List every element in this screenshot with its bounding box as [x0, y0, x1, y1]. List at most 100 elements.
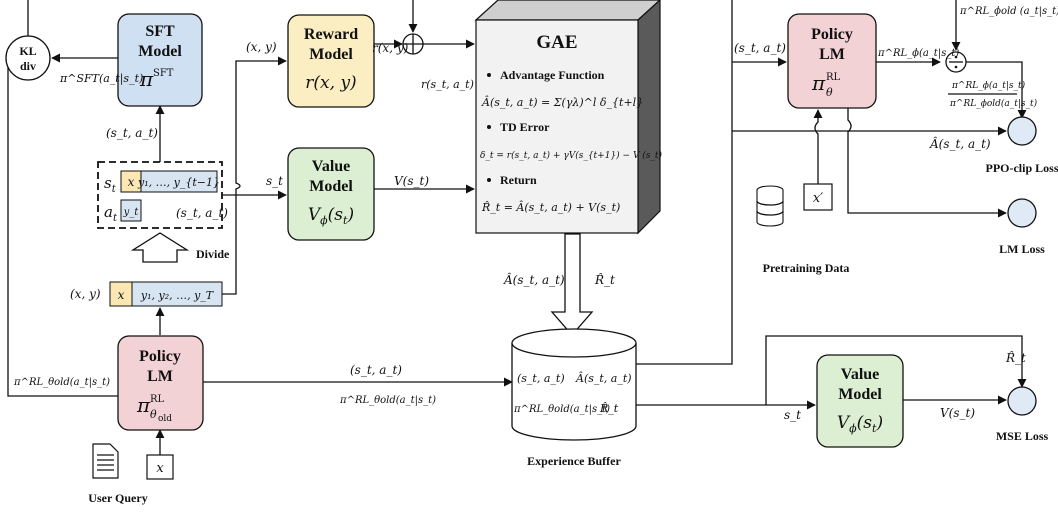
divide-token-yt-label: y_t [123, 207, 140, 218]
value-top-formula: Vϕ(st) [308, 205, 354, 227]
edge-policy-to-lm [847, 108, 1007, 218]
sft-sup: SFT [153, 68, 174, 79]
query-token-box [146, 454, 174, 480]
document-icon [92, 443, 119, 479]
divide-dot-bottom [954, 65, 958, 69]
label-vbot-out: V(s_t) [940, 406, 975, 420]
gae-front-face [475, 19, 639, 234]
gae-eq-3: R̂_t = Â(s_t, a_t) + V(s_t) [481, 200, 620, 214]
sft-model-box: SFT Model π SFT [117, 13, 203, 107]
query-token: x [156, 461, 164, 476]
label-ret-to-mse: R̂_t [1005, 350, 1026, 365]
label-adv-to-ppo: Â(s_t, a_t) [929, 136, 991, 151]
label-vbot-in: s_t [784, 408, 801, 422]
policy-old-box: Policy LM π RL θ old [117, 335, 204, 431]
divide-token-x-label: x [128, 175, 135, 189]
experience-buffer: (s_t, a_t) Â(s_t, a_t) π^RL_θold(a_t|s_t… [511, 328, 637, 468]
reward-rect [287, 14, 375, 108]
divide-token-yt [120, 199, 142, 222]
label-sft-in: (s_t, a_t) [106, 126, 158, 140]
lm-loss-node [1007, 198, 1037, 228]
value-bot-title-model: Model [838, 386, 882, 403]
pretraining-label: Pretraining Data [763, 261, 850, 275]
label-sum-out: r(s_t, a_t) [421, 78, 474, 91]
edge-labels: π^SFT(a_t|s_t) π^RL_θold(a_t|s_t) (s_t, … [13, 6, 1058, 422]
gae-title: GAE [536, 32, 577, 53]
label-reward-out: r(x, y) [372, 41, 409, 55]
policy-rl-sup: RL [826, 72, 841, 83]
divide-s-label: st [104, 174, 117, 195]
policy-rl-title: Policy [811, 26, 853, 43]
label-value-in: s_t [266, 174, 283, 188]
kl-div-node: KL div [5, 35, 51, 81]
gae-bullet-2: TD Error [500, 120, 550, 134]
value-bot-rect [816, 354, 904, 448]
divide-token-y [140, 170, 218, 193]
gae-eq-1: Â(s_t, a_t) = Σ(γλ)^l δ_{t+l} [481, 95, 643, 109]
sft-rect [117, 13, 203, 107]
value-top-rect [287, 147, 375, 241]
policy-rl-sub: θ [826, 86, 833, 99]
reward-formula: r(x, y) [305, 73, 356, 93]
buffer-cell-adv: Â(s_t, a_t) [575, 371, 632, 385]
policy-old-sup: RL [150, 394, 165, 405]
gae-bullet-3: Return [500, 173, 537, 187]
reward-model-box: Reward Model r(x, y) [287, 14, 375, 108]
edge-old-to-kl-line [7, 60, 118, 397]
label-old-to-buf-pair: (s_t, a_t) [350, 363, 402, 377]
edge-ratio-to-ppo [966, 61, 1027, 119]
sum-plus-icon [403, 34, 423, 54]
buffer-cell-pair: (s_t, a_t) [517, 372, 565, 385]
lm-loss-label: LM Loss [999, 242, 1045, 256]
label-ratio-den: π^RL_ϕold(a_t|s_t) [949, 98, 1038, 109]
buffer-cell-prob: π^RL_θold(a_t|s_t) [513, 404, 610, 415]
db-body [756, 190, 784, 227]
label-old-to-kl: π^RL_θold(a_t|s_t) [13, 377, 110, 388]
divide-a-label: at [104, 203, 118, 224]
policy-old-sub: θ [150, 408, 157, 421]
label-ratio-num: π^RL_ϕ(a_t|s_t) [951, 80, 1026, 91]
edge-buffer-up [636, 0, 733, 365]
sft-title-model: Model [138, 43, 182, 60]
policy-old-subsub: old [158, 414, 172, 424]
label-buf-ret: R̂_t [594, 272, 615, 287]
kl-label: KL [19, 44, 36, 58]
gae-side-face [637, 0, 661, 235]
pretrain-token: x′ [813, 191, 823, 206]
policy-rl-title-lm: LM [819, 46, 845, 63]
policy-rl-rect [787, 13, 877, 109]
sft-pi: π [139, 67, 154, 91]
pretrain-token-box [803, 183, 833, 211]
policy-old-pi: π [136, 393, 151, 417]
db-rings [756, 200, 784, 216]
divide-dot-top [954, 55, 958, 59]
label-value-out: V(s_t) [394, 174, 429, 188]
label-reward-in: (x, y) [246, 40, 277, 54]
divide-box: st x y₁, …, y_{t−1} at y_t (s_t, a_t) [97, 161, 228, 229]
value-top-title-model: Model [309, 178, 353, 195]
value-model-bottom-box: Value Model Vϕ(st) [816, 354, 904, 448]
gae-top-face [474, 0, 661, 21]
value-bot-formula: Vϕ(st) [837, 413, 883, 435]
reward-title-model: Model [309, 46, 353, 63]
edge-pretrain-to-policy [813, 109, 823, 184]
label-old-top: π^RL_ϕold (a_t|s_t) [959, 6, 1058, 17]
buffer-top-icon [511, 328, 637, 358]
sequence-pair: (x, y) [70, 287, 101, 301]
ppo-loss-node [1007, 116, 1037, 146]
policy-rl-pi: π [811, 71, 826, 95]
label-sft-to-kl: π^SFT(a_t|s_t) [59, 72, 143, 86]
divide-arrow-icon [130, 232, 190, 263]
document-lines-icon [97, 454, 114, 471]
kl-label-div: div [20, 59, 36, 73]
sequence-tokens: (x, y) x y₁, y₂, …, y_T [70, 281, 223, 307]
sequence-token-y [131, 281, 223, 307]
connectors [5, 0, 1027, 455]
label-policy-out: π^RL_ϕ(a_t|s_t) [877, 48, 959, 59]
divide-pair: (s_t, a_t) [176, 206, 228, 220]
divide-label: Divide [196, 247, 230, 261]
gae-bullet-2-icon [487, 125, 491, 129]
value-bot-title: Value [841, 366, 880, 383]
mse-loss-label: MSE Loss [996, 429, 1049, 443]
